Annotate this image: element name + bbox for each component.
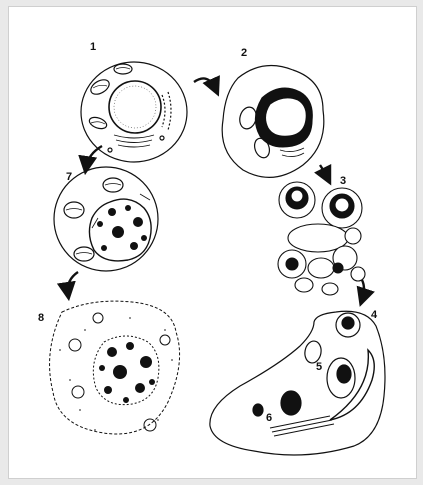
arrow-2-to-3 (320, 165, 328, 179)
label-5: 5 (316, 361, 322, 373)
label-3: 3 (340, 175, 346, 187)
stage-3-apoptotic-bodies (278, 182, 365, 295)
label-8: 8 (38, 312, 44, 324)
arrow-1-to-2 (194, 78, 216, 90)
label-4: 4 (371, 309, 378, 321)
stage-4-6-phagocyte (210, 311, 385, 455)
arrow-3-to-4 (362, 280, 364, 300)
arrow-7-to-8 (68, 272, 78, 294)
stage-2-apoptotic-cell (222, 66, 324, 178)
label-1: 1 (90, 41, 96, 53)
label-7: 7 (66, 171, 72, 183)
label-6: 6 (266, 412, 272, 424)
stage-1-normal-cell (81, 62, 187, 162)
stage-8-necrotic-cell (50, 301, 180, 434)
label-2: 2 (241, 47, 247, 59)
